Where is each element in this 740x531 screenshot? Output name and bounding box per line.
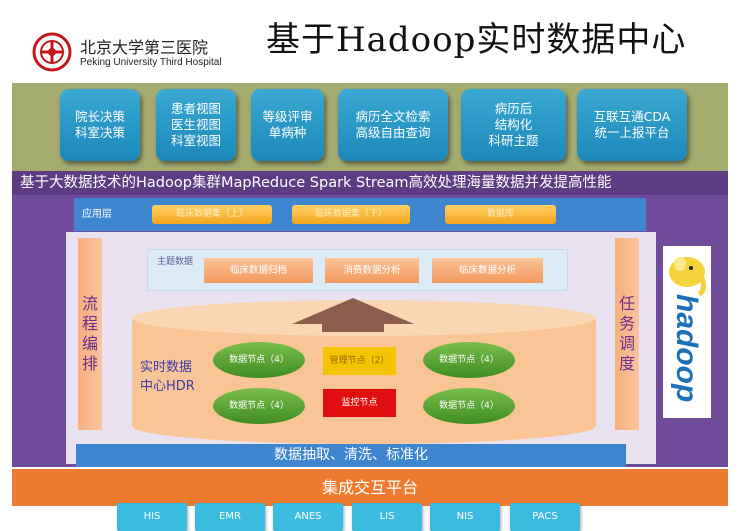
hospital-name-cn: 北京大学第三医院 (80, 38, 209, 57)
hadoop-elephant-icon: hadoop (669, 257, 707, 402)
source-anes: ANES (273, 503, 343, 531)
source-pacs: PACS (510, 503, 580, 531)
integration-platform-bar: 集成交互平台 (12, 469, 728, 506)
subject-data-label: 主题数据 (157, 257, 194, 267)
data-extraction-bar: 数据抽取、清洗、标准化 (76, 444, 626, 467)
up-arrow-icon (292, 298, 414, 332)
tile-dean-decision: 院长决策 科室决策 (60, 89, 140, 161)
application-layer-label: 应用层 (82, 209, 112, 220)
app-clinical-dataset-a: 临床数据集（上） (152, 205, 272, 224)
app-database: 数据库 (445, 205, 556, 224)
source-lis: LIS (352, 503, 422, 531)
process-orchestration-panel: 流程 编排 (78, 238, 102, 430)
data-node: 数据节点（4） (423, 342, 515, 378)
subject-clinical-analysis: 临床数据分析 (432, 258, 543, 283)
tile-record-search: 病历全文检索 高级自由查询 (338, 89, 448, 161)
source-his: HIS (117, 503, 187, 531)
tile-grade-review: 等级评审 单病种 (251, 89, 324, 161)
data-node: 数据节点（4） (213, 388, 305, 424)
subject-consumption-analysis: 消费数据分析 (325, 258, 419, 283)
cluster-banner: 基于大数据技术的Hadoop集群MapReduce Spark Stream高效… (12, 171, 728, 195)
hadoop-logo: hadoop (663, 246, 711, 418)
data-node: 数据节点（4） (213, 342, 305, 378)
source-nis: NIS (430, 503, 500, 531)
management-node: 管理节点（2） (323, 347, 396, 375)
task-scheduling-panel: 任务 调度 (615, 238, 639, 430)
hdr-caption: 实时数据 中心HDR (140, 360, 195, 394)
hospital-logo-icon (32, 32, 72, 72)
app-clinical-dataset-b: 临床数据集（下） (292, 205, 410, 224)
monitor-node: 监控节点 (323, 389, 396, 417)
page-title: 基于Hadoop实时数据中心 (266, 20, 687, 60)
source-emr: EMR (195, 503, 265, 531)
tile-cda-platform: 互联互通CDA 统一上报平台 (577, 89, 687, 161)
subject-clinical-archive: 临床数据归档 (204, 258, 313, 283)
svg-text:hadoop: hadoop (670, 294, 703, 402)
data-node: 数据节点（4） (423, 388, 515, 424)
tile-patient-view: 患者视图 医生视图 科室视图 (156, 89, 236, 161)
tile-research-topic: 病历后 结构化 科研主题 (461, 89, 566, 161)
hospital-name-en: Peking University Third Hospital (80, 57, 222, 68)
